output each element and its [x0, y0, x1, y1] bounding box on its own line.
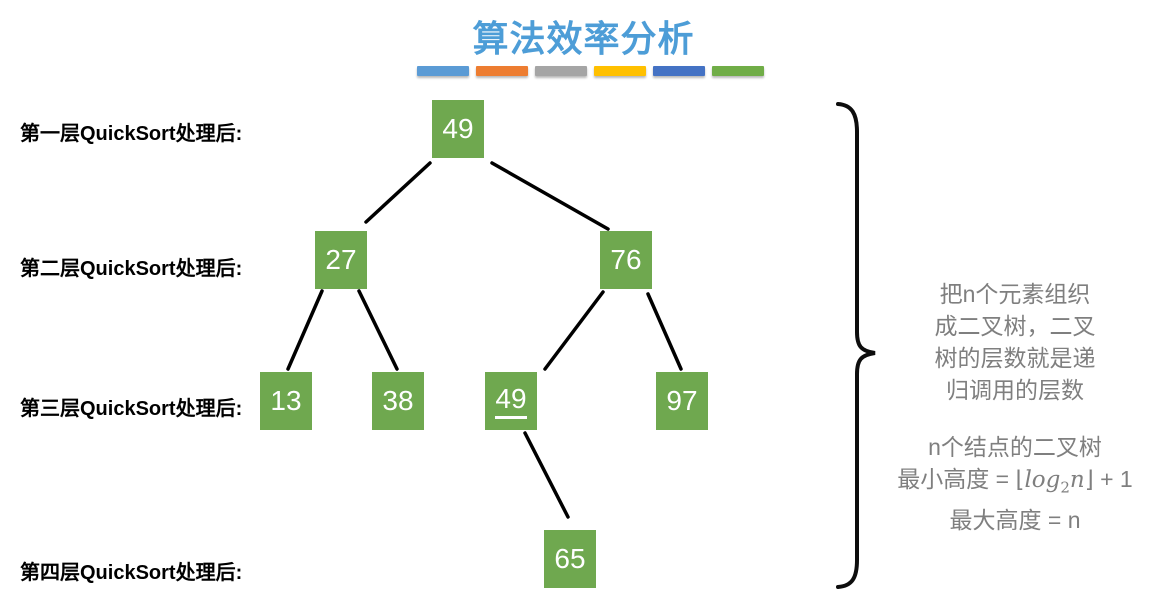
- annotation-block: 把n个元素组织 成二叉树，二叉 树的层数就是递 归调用的层数 n个结点的二叉树 …: [875, 278, 1155, 536]
- tree-node-38: 38: [372, 372, 424, 430]
- tree-edge-49b-65: [523, 431, 570, 519]
- accent-bar-blue: [417, 66, 469, 76]
- annotation-formula-max-height: 最大高度 = n: [949, 506, 1081, 533]
- tree-edge-49-27: [364, 161, 432, 224]
- row-label-level4: 第四层QuickSort处理后:: [20, 562, 243, 584]
- formula-suffix: ⌋ + 1: [1084, 466, 1133, 492]
- tree-node-value: 27: [325, 244, 357, 275]
- row-label-level3: 第三层QuickSort处理后:: [20, 398, 243, 420]
- formula-prefix: 最小高度 = ⌊: [897, 466, 1025, 492]
- tree-edge-76-49b: [543, 290, 605, 371]
- accent-bar-row: [417, 66, 764, 76]
- tree-edge-76-97: [646, 292, 683, 371]
- annotation-line: n个结点的二叉树: [928, 434, 1102, 460]
- tree-node-value: 13: [270, 385, 302, 416]
- tree-edge-27-38: [357, 289, 399, 371]
- page-title: 算法效率分析: [472, 18, 695, 59]
- annotation-formula-min-height: 最小高度 = ⌊log2n⌋ + 1: [875, 463, 1155, 504]
- row-label-level2: 第二层QuickSort处理后:: [20, 258, 243, 280]
- tree-edge-27-13: [286, 289, 324, 371]
- annotation-line: 成二叉树，二叉: [934, 313, 1096, 339]
- accent-bar-green: [712, 66, 764, 76]
- tree-node-value: 97: [666, 385, 698, 416]
- formula-log: log2n: [1024, 467, 1085, 497]
- row-label-level1: 第一层QuickSort处理后:: [20, 123, 243, 145]
- tree-node-value: 76: [610, 244, 642, 275]
- right-curly-brace: [836, 102, 876, 589]
- tree-node-value-underlined: 49: [495, 383, 527, 419]
- tree-edge-49-76: [490, 161, 610, 231]
- tree-node-97: 97: [656, 372, 708, 430]
- accent-bar-yellow: [594, 66, 646, 76]
- tree-node-27: 27: [315, 231, 367, 289]
- annotation-line: 树的层数就是递: [934, 345, 1096, 371]
- annotation-line: 归调用的层数: [946, 377, 1084, 403]
- annotation-line: 把n个元素组织: [939, 281, 1091, 307]
- accent-bar-dark-blue: [653, 66, 705, 76]
- tree-node-13: 13: [260, 372, 312, 430]
- tree-node-value: 38: [382, 385, 414, 416]
- tree-node-value: 65: [554, 543, 586, 574]
- tree-node-value: 49: [442, 113, 474, 144]
- tree-node-49-root: 49: [432, 100, 484, 158]
- tree-node-76: 76: [600, 231, 652, 289]
- tree-node-49-pivot: 49: [485, 372, 537, 430]
- accent-bar-orange: [476, 66, 528, 76]
- accent-bar-gray: [535, 66, 587, 76]
- tree-node-65: 65: [544, 530, 596, 588]
- annotation-spacer: [875, 406, 1155, 431]
